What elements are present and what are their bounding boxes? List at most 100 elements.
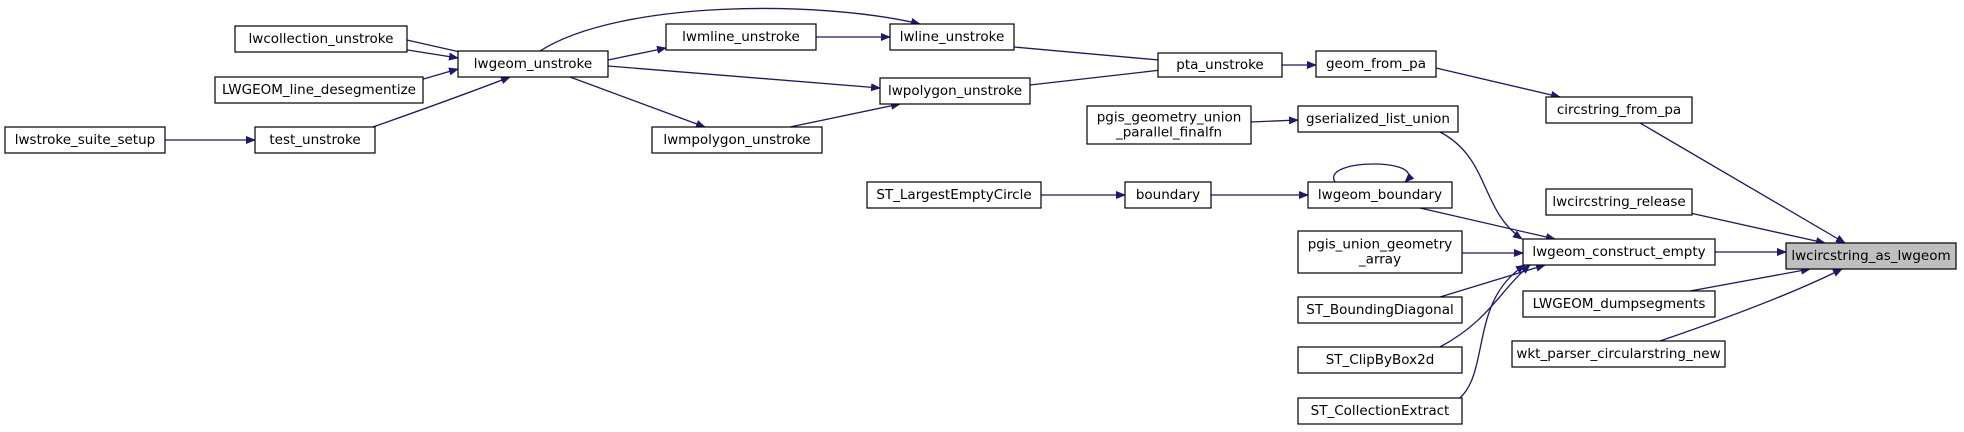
node-box — [1545, 96, 1693, 124]
node-box — [866, 181, 1042, 209]
edge-pgis_geometry_union_parallel_finalfn-to-gserialized_list_union — [1250, 116, 1299, 125]
nodes-layer: lwcircstring_as_lwgeom circstring_from_pa… — [4, 23, 1957, 425]
edges-layer — [165, 7, 1846, 399]
node-label: lwcollection_unstroke — [249, 31, 394, 47]
node-test_unstroke[interactable]: test_unstroke — [254, 126, 376, 154]
node-pgis_geometry_union_parallel_finalfn[interactable]: pgis_geometry_union_parallel_finalfn — [1086, 105, 1252, 145]
edge-LWGEOM_line_desegmentize-to-lwgeom_unstroke — [419, 67, 459, 81]
node-box — [1157, 52, 1283, 78]
node-label: lwgeom_unstroke — [474, 56, 592, 72]
node-ST_CollectionExtract[interactable]: ST_CollectionExtract — [1297, 397, 1463, 425]
edge-lwgeom_unstroke-to-lwmpolygon_unstroke — [569, 76, 706, 128]
edge-test_unstroke-to-lwgeom_unstroke — [369, 76, 511, 129]
node-label: lwmline_unstroke — [682, 29, 800, 45]
node-geom_from_pa[interactable]: geom_from_pa — [1315, 50, 1437, 78]
node-box — [234, 25, 408, 53]
node-label: test_unstroke — [269, 132, 360, 148]
node-label: LWGEOM_dumpsegments — [1533, 296, 1706, 312]
edge-lwgeom_boundary-to-lwgeom_boundary — [1332, 163, 1415, 183]
node-box — [1086, 105, 1252, 145]
edge-lwline_unstroke-to-pta_unstroke — [1013, 46, 1171, 65]
node-box — [214, 76, 424, 104]
node-label: ST_ClipByBox2d — [1326, 352, 1435, 368]
node-label: lwmpolygon_unstroke — [663, 132, 810, 148]
node-box — [1297, 296, 1463, 324]
edge-lwgeom_boundary-to-lwgeom_construct_empty — [1419, 207, 1556, 241]
node-boundary[interactable]: boundary — [1124, 181, 1212, 209]
edge-circstring_from_pa-to-lwcircstring_as_lwgeom — [1639, 122, 1846, 244]
node-LWGEOM_dumpsegments[interactable]: LWGEOM_dumpsegments — [1522, 290, 1716, 318]
node-label: _parallel_finalfn — [1115, 125, 1222, 141]
node-box — [651, 126, 823, 154]
node-lwstroke_suite_setup[interactable]: lwstroke_suite_setup — [4, 126, 166, 154]
node-box — [1545, 188, 1693, 216]
node-lwcircstring_release[interactable]: lwcircstring_release — [1545, 188, 1693, 216]
node-label: wkt_parser_circularstring_new — [1516, 346, 1720, 362]
edge-lwgeom_unstroke-to-lwmline_unstroke — [607, 45, 667, 61]
node-lwcollection_unstroke[interactable]: lwcollection_unstroke — [234, 25, 408, 53]
node-label: pgis_union_geometry — [1308, 237, 1453, 253]
node-lwgeom_construct_empty[interactable]: lwgeom_construct_empty — [1522, 238, 1716, 266]
node-label: lwgeom_construct_empty — [1532, 244, 1705, 260]
edge-lwcircstring_release-to-lwcircstring_as_lwgeom — [1689, 212, 1826, 245]
node-box — [1315, 50, 1437, 78]
node-lwpolygon_unstroke[interactable]: lwpolygon_unstroke — [879, 77, 1031, 105]
edge-ST_CollectionExtract-to-lwgeom_construct_empty — [1459, 264, 1526, 399]
node-box — [1511, 340, 1726, 368]
node-label: gserialized_list_union — [1306, 111, 1450, 127]
edge-lwgeom_unstroke-to-lwpolygon_unstroke — [607, 65, 881, 92]
node-box — [1124, 181, 1212, 209]
node-pta_unstroke[interactable]: pta_unstroke — [1157, 52, 1283, 78]
node-label: lwcircstring_release — [1552, 194, 1685, 210]
node-label: lwline_unstroke — [900, 29, 1005, 45]
node-pgis_union_geometry_array[interactable]: pgis_union_geometry_array — [1297, 230, 1463, 274]
node-label: circstring_from_pa — [1557, 102, 1681, 118]
node-label: lwgeom_boundary — [1318, 187, 1442, 203]
node-ST_BoundingDiagonal[interactable]: ST_BoundingDiagonal — [1297, 296, 1463, 324]
node-box — [1785, 242, 1957, 270]
node-box — [665, 23, 817, 51]
node-lwmpolygon_unstroke[interactable]: lwmpolygon_unstroke — [651, 126, 823, 154]
node-label: ST_BoundingDiagonal — [1306, 302, 1453, 318]
node-label: ST_LargestEmptyCircle — [876, 187, 1031, 203]
node-label: LWGEOM_line_desegmentize — [222, 82, 416, 98]
node-label: lwpolygon_unstroke — [888, 83, 1022, 99]
edge-lwmpolygon_unstroke-to-lwpolygon_unstroke — [789, 101, 901, 128]
node-label: pta_unstroke — [1176, 57, 1263, 73]
node-box — [1297, 105, 1459, 133]
node-circstring_from_pa[interactable]: circstring_from_pa — [1545, 96, 1693, 124]
node-box — [1522, 290, 1716, 318]
node-box — [1297, 397, 1463, 425]
node-label: pgis_geometry_union — [1097, 110, 1242, 126]
node-lwgeom_unstroke[interactable]: lwgeom_unstroke — [457, 50, 609, 78]
edge-wkt_parser_circularstring_new-to-lwcircstring_as_lwgeom — [1659, 268, 1843, 342]
edge-geom_from_pa-to-circstring_from_pa — [1435, 67, 1561, 99]
node-wkt_parser_circularstring_new[interactable]: wkt_parser_circularstring_new — [1511, 340, 1726, 368]
node-label: boundary — [1136, 187, 1200, 203]
node-lwcircstring_as_lwgeom[interactable]: lwcircstring_as_lwgeom — [1785, 242, 1957, 270]
node-box — [1297, 346, 1463, 374]
node-box — [889, 23, 1015, 51]
node-box — [1522, 238, 1716, 266]
node-label: _array — [1358, 252, 1401, 268]
node-ST_ClipByBox2d[interactable]: ST_ClipByBox2d — [1297, 346, 1463, 374]
node-box — [1307, 181, 1453, 209]
edge-LWGEOM_dumpsegments-to-lwcircstring_as_lwgeom — [1689, 266, 1811, 292]
node-label: lwstroke_suite_setup — [15, 132, 155, 148]
node-lwgeom_boundary[interactable]: lwgeom_boundary — [1307, 181, 1453, 209]
node-box — [254, 126, 376, 154]
edge-lwgeom_unstroke-to-lwline_unstroke — [539, 7, 921, 52]
node-box — [457, 50, 609, 78]
node-lwline_unstroke[interactable]: lwline_unstroke — [889, 23, 1015, 51]
edge-lwpolygon_unstroke-to-pta_unstroke — [1029, 66, 1171, 86]
node-box — [1297, 230, 1463, 274]
node-gserialized_list_union[interactable]: gserialized_list_union — [1297, 105, 1459, 133]
node-box — [879, 77, 1031, 105]
node-label: ST_CollectionExtract — [1311, 403, 1450, 419]
node-lwmline_unstroke[interactable]: lwmline_unstroke — [665, 23, 817, 51]
node-LWGEOM_line_desegmentize[interactable]: LWGEOM_line_desegmentize — [214, 76, 424, 104]
node-label: lwcircstring_as_lwgeom — [1791, 248, 1950, 264]
node-box — [4, 126, 166, 154]
node-ST_LargestEmptyCircle[interactable]: ST_LargestEmptyCircle — [866, 181, 1042, 209]
